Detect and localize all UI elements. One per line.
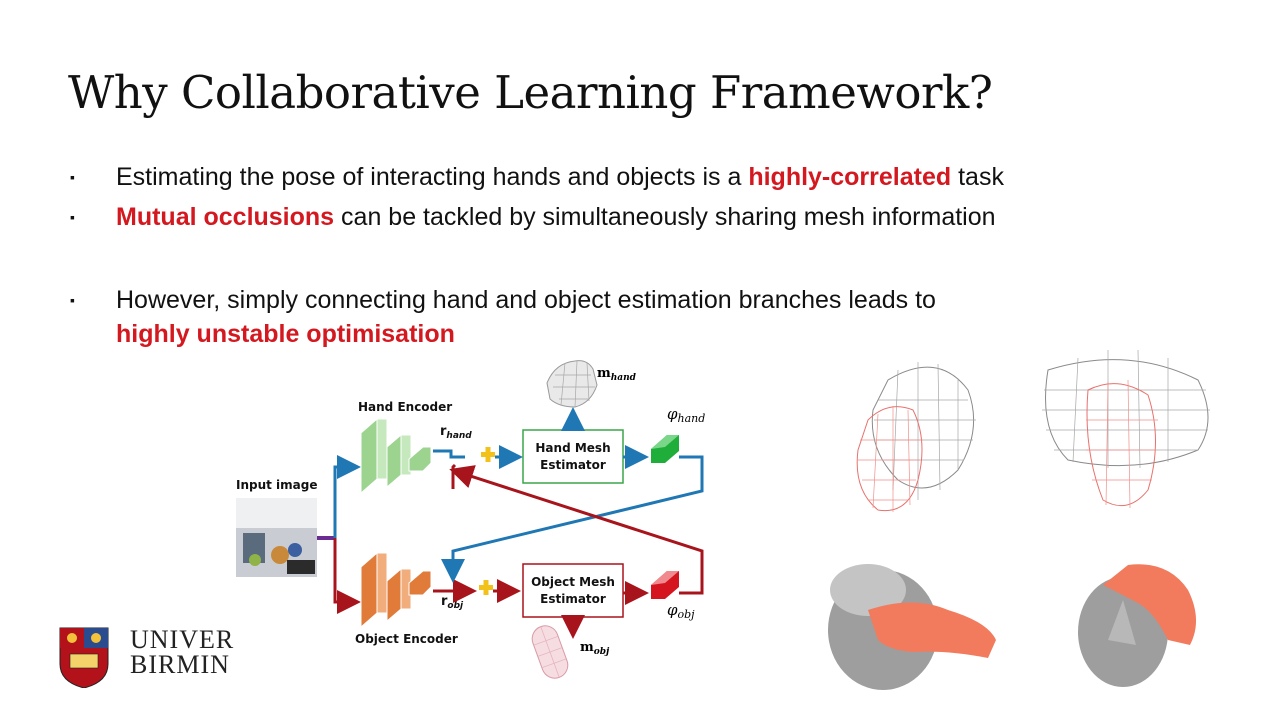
m-obj-label: mobj: [580, 640, 610, 657]
object-plus-icon: [479, 580, 493, 595]
bullet-marker: ▪: [70, 169, 75, 185]
r-obj-base: r: [441, 594, 448, 609]
object-mesh-estimator: [522, 563, 624, 618]
m-hand-label: mhand: [597, 366, 637, 383]
bullet-1-text-a: Estimating the pose of interacting hands…: [116, 163, 749, 191]
r-hand-label: rhand: [440, 424, 472, 441]
framework-diagram: Input image Hand Encoder Object Encoder …: [236, 360, 705, 679]
input-to-object-arrow: [333, 538, 361, 614]
object-estimator-line-2: Estimator: [540, 592, 606, 606]
bullet-marker: ▪: [70, 292, 75, 308]
phi-hand-base: φ: [667, 405, 678, 423]
object-feedback-arrow: [449, 465, 704, 595]
slide-title: Why Collaborative Learning Framework?: [68, 66, 993, 119]
hand-encoder-label: Hand Encoder: [358, 400, 452, 414]
phi-obj-sub: obj: [678, 608, 696, 621]
bullet-2-text-b: can be tackled by simultaneously sharing…: [334, 203, 996, 231]
bullet-marker: ▪: [70, 209, 75, 225]
bullet-2-text: Mutual occlusions can be tackled by simu…: [116, 200, 996, 234]
r-obj-label: robj: [441, 594, 464, 611]
bullet-3-text: However, simply connecting hand and obje…: [116, 286, 936, 314]
rendered-example-2: [1078, 564, 1197, 687]
university-crest-logo: [59, 627, 109, 688]
hand-plus-icon: [481, 447, 495, 462]
hand-mesh-estimator: [522, 429, 624, 484]
hand-latent-code: [651, 435, 679, 463]
university-name-line-2: BIRMIN: [130, 650, 230, 679]
wireframe-example-1: [856, 362, 976, 512]
r-hand-sub: hand: [446, 431, 472, 441]
hand-encoder: [360, 417, 432, 495]
r-obj-sub: obj: [447, 601, 464, 611]
r-hand-base: r: [440, 424, 447, 439]
m-obj-base: m: [580, 640, 594, 655]
bullet-1-text: Estimating the pose of interacting hands…: [116, 160, 1004, 194]
hand-feature-line: [433, 449, 465, 459]
input-to-hand-arrow: [333, 455, 361, 538]
mesh-render-examples: [828, 349, 1210, 690]
input-image: [236, 498, 317, 577]
object-mesh-output: [531, 625, 569, 679]
hand-feedback-arrow: [441, 455, 704, 583]
university-name-line-1: UNIVER: [130, 625, 235, 654]
object-estimator-line-1: Object Mesh: [531, 575, 615, 589]
m-hand-base: m: [597, 366, 611, 381]
bullet-1-highlight: highly-correlated: [748, 163, 952, 191]
rendered-example-1: [828, 564, 996, 690]
bullet-1-text-b: task: [951, 163, 1004, 191]
m-obj-sub: obj: [594, 647, 610, 657]
m-hand-sub: hand: [611, 373, 637, 383]
hand-estimator-line-1: Hand Mesh: [535, 441, 610, 455]
phi-hand-label: φhand: [667, 405, 705, 425]
phi-obj-base: φ: [667, 601, 678, 619]
hand-plus-red-entry: [451, 463, 457, 489]
hand-estimator-line-2: Estimator: [540, 458, 606, 472]
phi-hand-sub: hand: [678, 412, 706, 425]
input-image-label: Input image: [236, 478, 318, 492]
bullet-2-highlight: Mutual occlusions: [116, 203, 335, 231]
object-encoder: [360, 551, 432, 629]
object-encoder-label: Object Encoder: [355, 632, 458, 646]
object-latent-code: [651, 571, 679, 599]
wireframe-example-2: [1042, 349, 1210, 509]
bullet-3-highlight: highly unstable optimisation: [116, 320, 455, 348]
hand-mesh-output: [546, 360, 598, 408]
phi-obj-label: φobj: [667, 601, 695, 621]
